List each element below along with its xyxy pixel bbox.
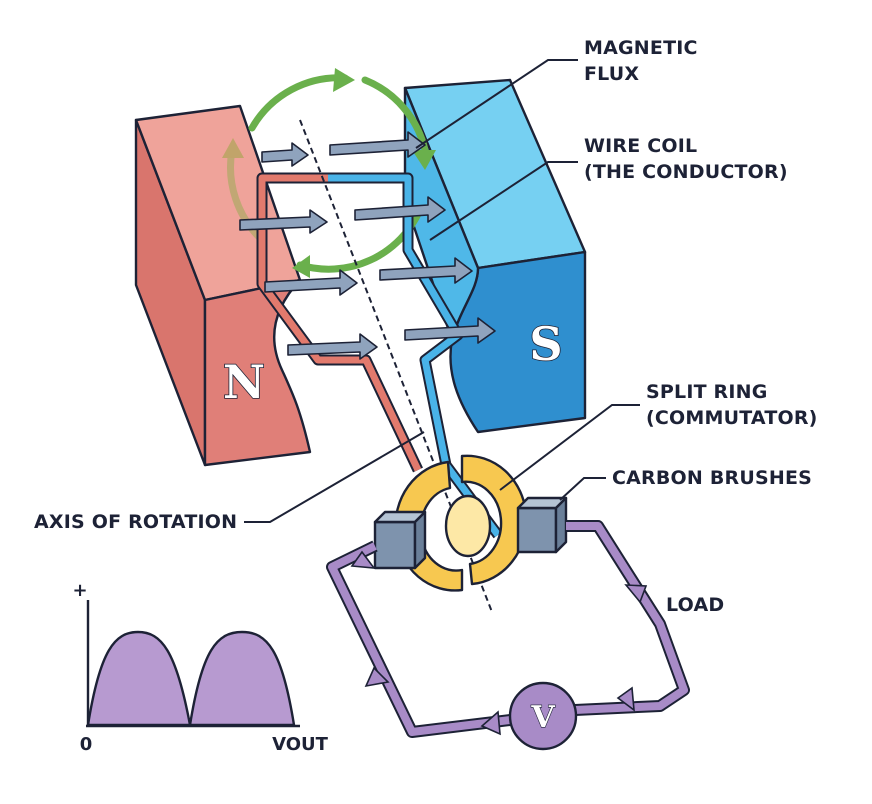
label-wire-coil-line2: (THE CONDUCTOR) (584, 161, 788, 183)
voltmeter-symbol: V (530, 700, 555, 735)
leader-wire-coil (429, 161, 578, 241)
rotation-arc-top (248, 74, 349, 132)
annotation-labels: MAGNETIC FLUX WIRE COIL (THE CONDUCTOR) … (34, 37, 818, 616)
north-magnet-front (203, 278, 312, 467)
label-wire-coil-line1: WIRE COIL (584, 135, 697, 157)
output-graph: + 0 VOUT (72, 580, 328, 755)
circuit-wire (328, 522, 688, 736)
leader-split-ring (499, 404, 640, 491)
commutator-half-right (460, 454, 528, 586)
current-arrow (480, 710, 501, 736)
rotation-arrow-head-2 (412, 150, 436, 170)
north-pole-label: N (223, 355, 265, 409)
label-magnetic-flux-line2: FLUX (584, 63, 639, 85)
rotation-arc-left (227, 146, 266, 244)
flux-arrow (287, 333, 378, 360)
rotation-arrow-head-3 (292, 255, 310, 278)
graph-x-label: VOUT (272, 734, 329, 755)
rotation-arrow-head-4 (222, 138, 244, 158)
south-pole-label: S (529, 317, 562, 371)
carbon-brushes (373, 496, 568, 570)
rotation-arrow-head-1 (333, 68, 355, 92)
flux-arrow (329, 131, 426, 158)
commutator-core (444, 494, 492, 558)
leader-lines (244, 59, 640, 523)
label-load: LOAD (666, 594, 724, 616)
flux-arrows (239, 131, 496, 360)
waveform (86, 630, 296, 727)
current-arrow (364, 666, 390, 688)
voltmeter (508, 681, 578, 751)
external-circuit: V (326, 520, 690, 751)
flux-arrow (404, 317, 496, 344)
leader-axis-of-rotation (244, 431, 425, 523)
north-magnet: N (134, 104, 312, 467)
graph-origin-label: 0 (80, 734, 93, 755)
flux-arrow (264, 269, 358, 296)
label-carbon-brushes: CARBON BRUSHES (612, 467, 812, 489)
label-axis-of-rotation: AXIS OF ROTATION (34, 511, 237, 533)
label-split-ring-line1: SPLIT RING (646, 381, 768, 403)
label-magnetic-flux-line1: MAGNETIC (584, 37, 698, 59)
leader-carbon-brushes (559, 477, 606, 501)
leader-magnetic-flux (415, 59, 578, 149)
current-arrow (624, 584, 648, 604)
label-split-ring-line2: (COMMUTATOR) (646, 407, 818, 429)
flux-arrow (239, 209, 328, 234)
brush-right (516, 496, 568, 554)
current-arrow (350, 550, 376, 569)
brush-left (373, 510, 427, 570)
coil-wire-red (258, 174, 422, 472)
flux-arrow (379, 257, 473, 284)
rotation-arc-right (361, 76, 429, 154)
current-arrow (616, 686, 635, 712)
flux-arrow (261, 142, 309, 167)
graph-plus-label: + (72, 580, 87, 601)
circuit-arrows (350, 550, 648, 736)
flux-arrow (354, 196, 446, 223)
